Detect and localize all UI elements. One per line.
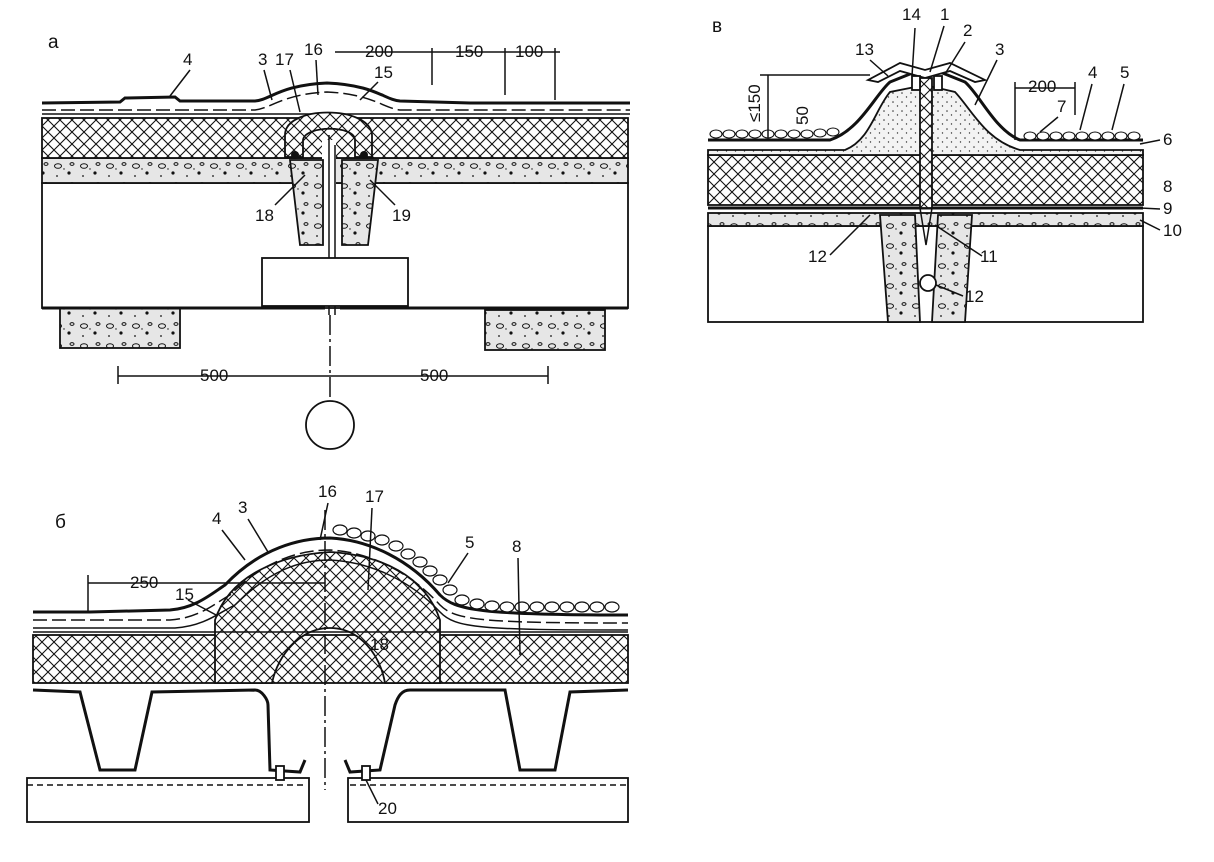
callout-8-v: 8: [1163, 177, 1172, 196]
callout-10-v: 10: [1163, 221, 1182, 240]
callout-5-v: 5: [1120, 63, 1129, 82]
callout-6-v: 6: [1163, 130, 1172, 149]
gravel-layer-v: [709, 127, 1141, 141]
callout-16-a: 16: [304, 40, 323, 59]
callout-9-v: 9: [1163, 199, 1172, 218]
support-right-a: [484, 309, 606, 351]
dim-100-a: 100: [515, 42, 543, 61]
callout-4-b: 4: [212, 509, 221, 528]
support-left-a: [59, 307, 181, 349]
callout-12-right-v: 12: [965, 287, 984, 306]
callout-2-v: 2: [963, 21, 972, 40]
callout-14-v: 14: [902, 5, 921, 24]
callout-16-b: 16: [318, 482, 337, 501]
panel-letter-a: а: [48, 32, 59, 53]
dim-500-right: 500: [420, 366, 448, 385]
callout-15-a: 15: [374, 63, 393, 82]
arched-insulation-a: [284, 111, 373, 158]
callout-1-v: 1: [940, 5, 949, 24]
panel-b: б: [26, 482, 629, 823]
callout-17-a: 17: [275, 50, 294, 69]
panel-a: а 500 500: [41, 32, 630, 450]
panel-letter-b: б: [55, 512, 66, 533]
callout-18-b: 18: [370, 635, 389, 654]
callout-4-a: 4: [183, 50, 192, 69]
dim-50-v: 50: [793, 106, 812, 125]
callout-8-b: 8: [512, 537, 521, 556]
gravel-layer-b: [332, 524, 620, 613]
roof-membrane-b: [33, 536, 629, 617]
callout-13-v: 13: [855, 40, 874, 59]
anchor-post-v: [919, 77, 933, 209]
dim-250-b: 250: [130, 573, 158, 592]
dim-200-a: 200: [365, 42, 393, 61]
panel-v: в ≤15: [707, 5, 1182, 323]
screed-v: [707, 212, 1144, 227]
insulation-b: [32, 634, 629, 684]
callout-3-v: 3: [995, 40, 1004, 59]
callout-17-b: 17: [365, 487, 384, 506]
dim-150-a: 150: [455, 42, 483, 61]
cap-flashing-v: [865, 62, 988, 83]
callout-5-b: 5: [465, 533, 474, 552]
callout-7-v: 7: [1057, 97, 1066, 116]
callout-11-v: 11: [980, 247, 998, 266]
concrete-rib-left-v: [879, 214, 921, 323]
callout-12-left-v: 12: [808, 247, 827, 266]
panel-letter-v: в: [712, 16, 722, 37]
callout-15-b: 15: [175, 585, 194, 604]
dim-500-left: 500: [200, 366, 228, 385]
dim-le150-v: ≤150: [745, 84, 764, 122]
axis-marker-circle: [305, 400, 355, 450]
dim-200-v: 200: [1028, 77, 1056, 96]
roof-membrane-a: [41, 81, 630, 105]
callout-20-b: 20: [378, 799, 397, 818]
callout-4-v: 4: [1088, 63, 1097, 82]
callout-19-a: 19: [392, 206, 411, 225]
callout-3-a: 3: [258, 50, 267, 69]
callout-18-a: 18: [255, 206, 274, 225]
callout-3-b: 3: [238, 498, 247, 517]
concrete-rib-right-a: [341, 159, 380, 246]
